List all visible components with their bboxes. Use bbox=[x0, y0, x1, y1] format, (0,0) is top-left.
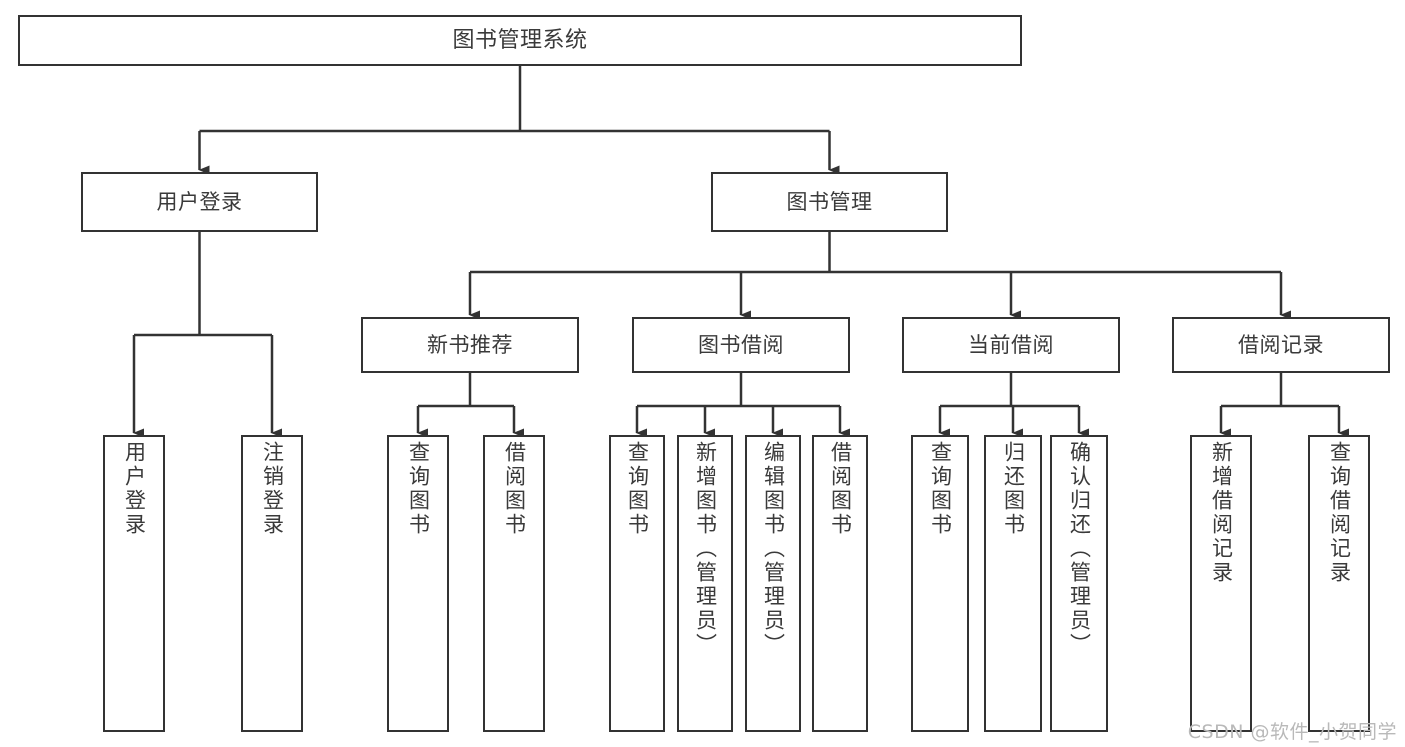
node-leaf-query-record[interactable]: 查询借阅记录 bbox=[1308, 435, 1370, 732]
node-label: 用户登录 bbox=[156, 189, 243, 214]
node-book-borrow[interactable]: 图书借阅 bbox=[632, 317, 850, 373]
node-leaf-add-book[interactable]: 新增图书（管理员） bbox=[677, 435, 733, 732]
node-label: 借阅图书 bbox=[502, 441, 527, 537]
node-leaf-add-record[interactable]: 新增借阅记录 bbox=[1190, 435, 1252, 732]
node-leaf-borrow-book-2[interactable]: 借阅图书 bbox=[812, 435, 868, 732]
node-leaf-query-book-2[interactable]: 查询图书 bbox=[609, 435, 665, 732]
node-borrow-record[interactable]: 借阅记录 bbox=[1172, 317, 1390, 373]
node-label: 查询图书 bbox=[406, 441, 431, 537]
node-label: 用户登录 bbox=[122, 441, 147, 537]
node-label: 图书借阅 bbox=[698, 332, 784, 357]
node-label: 当前借阅 bbox=[968, 332, 1054, 357]
node-root[interactable]: 图书管理系统 bbox=[18, 15, 1022, 66]
node-book-manage[interactable]: 图书管理 bbox=[711, 172, 948, 232]
node-label: 新增图书（管理员） bbox=[693, 441, 718, 657]
node-label: 编辑图书（管理员） bbox=[761, 441, 786, 657]
node-label: 注销登录 bbox=[260, 441, 285, 537]
node-label: 图书管理系统 bbox=[452, 27, 588, 53]
node-label: 借阅图书 bbox=[828, 441, 853, 537]
node-current-borrow[interactable]: 当前借阅 bbox=[902, 317, 1120, 373]
node-label: 借阅记录 bbox=[1238, 332, 1324, 357]
node-new-book-rec[interactable]: 新书推荐 bbox=[361, 317, 579, 373]
node-label: 新书推荐 bbox=[427, 332, 513, 357]
node-leaf-confirm-return[interactable]: 确认归还（管理员） bbox=[1050, 435, 1108, 732]
node-user-login[interactable]: 用户登录 bbox=[81, 172, 318, 232]
node-label: 查询图书 bbox=[625, 441, 650, 537]
watermark-label: CSDN @软件_小贺同学 bbox=[1187, 721, 1397, 743]
node-label: 查询图书 bbox=[928, 441, 953, 537]
node-leaf-query-book-3[interactable]: 查询图书 bbox=[911, 435, 969, 732]
node-label: 查询借阅记录 bbox=[1327, 441, 1352, 585]
node-label: 归还图书 bbox=[1001, 441, 1026, 537]
node-leaf-borrow-book-1[interactable]: 借阅图书 bbox=[483, 435, 545, 732]
node-leaf-edit-book[interactable]: 编辑图书（管理员） bbox=[745, 435, 801, 732]
node-leaf-query-book-1[interactable]: 查询图书 bbox=[387, 435, 449, 732]
node-label: 图书管理 bbox=[786, 189, 873, 214]
node-leaf-user-login[interactable]: 用户登录 bbox=[103, 435, 165, 732]
node-label: 新增借阅记录 bbox=[1209, 441, 1234, 585]
node-leaf-return-book[interactable]: 归还图书 bbox=[984, 435, 1042, 732]
node-label: 确认归还（管理员） bbox=[1067, 441, 1092, 657]
node-leaf-user-logout[interactable]: 注销登录 bbox=[241, 435, 303, 732]
